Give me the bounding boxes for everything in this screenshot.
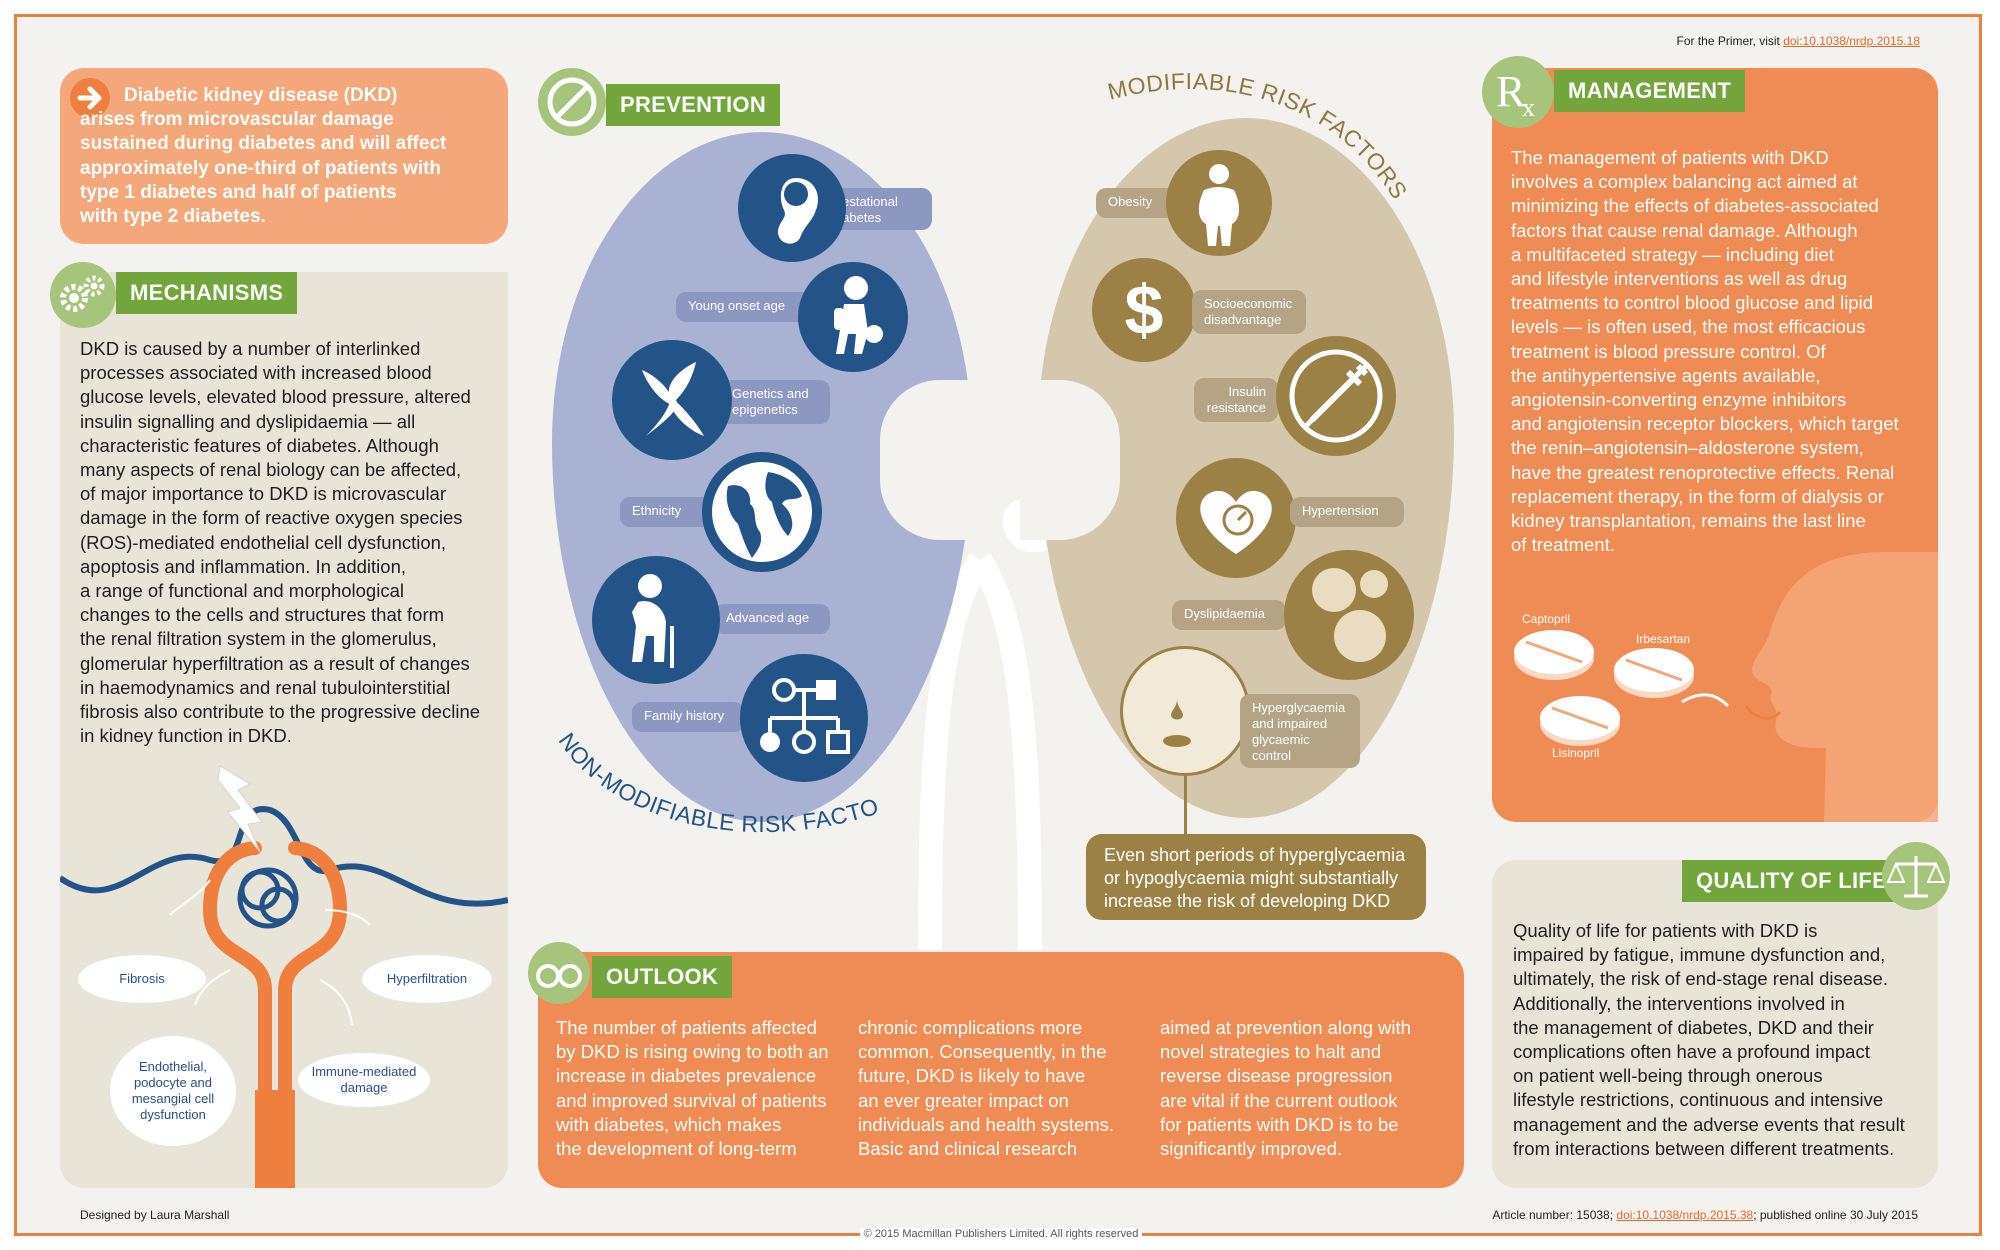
outcome-fibrosis-label: Fibrosis bbox=[119, 971, 165, 986]
outlook-col-2: chronic complications more common. Conse… bbox=[858, 1017, 1115, 1160]
gears-icon bbox=[50, 262, 116, 328]
risk-young-onset-age: Young onset age bbox=[676, 292, 812, 322]
article-suffix: ; published online 30 July 2015 bbox=[1753, 1208, 1918, 1222]
primer-link[interactable]: doi:10.1038/nrdp.2015.18 bbox=[1783, 34, 1920, 48]
risk-family-history: Family history bbox=[632, 702, 744, 732]
svg-text:NON-MODIFIABLE RISK FACTORS: NON-MODIFIABLE RISK FACTORS bbox=[548, 700, 882, 837]
prohibition-icon bbox=[538, 68, 606, 136]
obese-person-icon bbox=[1166, 150, 1272, 256]
syringe-prohibited-icon bbox=[1276, 336, 1396, 456]
drug-irbesartan: Irbesartan bbox=[1636, 632, 1691, 646]
outcome-hyperfiltration-label: Hyperfiltration bbox=[386, 971, 468, 986]
prevention-title: PREVENTION bbox=[606, 84, 781, 126]
head-profile-icon bbox=[1744, 552, 1938, 822]
article-link[interactable]: doi:10.1038/nrdp.2015.38 bbox=[1616, 1208, 1754, 1222]
drug-captopril: Captopril bbox=[1522, 612, 1571, 626]
scales-icon bbox=[1882, 842, 1950, 910]
hypo-callout: Even short periods of hyperglycaemia or … bbox=[1086, 834, 1426, 920]
outcome-immune-damage-label: Immune-mediated damage bbox=[311, 1064, 417, 1095]
outcome-hyperfiltration: Hyperfiltration bbox=[362, 955, 492, 1003]
globe-icon bbox=[702, 452, 822, 572]
quality-text: Quality of life for patients with DKD is… bbox=[1513, 920, 1905, 1159]
svg-text:R: R bbox=[1496, 67, 1526, 116]
outcome-immune-damage: Immune-mediated damage bbox=[298, 1053, 430, 1107]
article-prefix: Article number: 15038; bbox=[1492, 1208, 1617, 1222]
pedigree-icon bbox=[740, 654, 868, 782]
risk-hypertension: Hypertension bbox=[1290, 497, 1404, 527]
intro-text: Diabetic kidney disease (DKD) arises fro… bbox=[80, 85, 447, 228]
outlook-col-1: The number of patients affected by DKD i… bbox=[556, 1017, 829, 1160]
primer-prefix: For the Primer, visit bbox=[1676, 34, 1784, 48]
child-icon bbox=[798, 262, 908, 372]
copyright: © 2015 Macmillan Publishers Limited. All… bbox=[860, 1228, 1142, 1240]
callout-connector bbox=[1184, 776, 1187, 836]
mechanisms-title: MECHANISMS bbox=[116, 272, 298, 314]
lightning-icon bbox=[217, 765, 263, 853]
designer-credit: Designed by Laura Marshall bbox=[80, 1208, 230, 1222]
risk-insulin-resistance: Insulin resistance bbox=[1194, 378, 1278, 422]
arrow-right-icon bbox=[70, 78, 110, 118]
risk-hyperglycaemia: Hyperglycaemia and impaired glycaemic co… bbox=[1240, 694, 1360, 768]
dollar-icon: $ bbox=[1092, 258, 1196, 362]
non-modifiable-label-text: NON-MODIFIABLE RISK FACTORS bbox=[548, 700, 881, 837]
quality-title: QUALITY OF LIFE bbox=[1682, 860, 1902, 902]
outcome-cell-dysfunction: Endothelial, podocyte and mesangial cell… bbox=[110, 1036, 236, 1146]
management-text: The management of patients with DKD invo… bbox=[1511, 147, 1899, 556]
chromosome-icon bbox=[612, 340, 732, 460]
mechanisms-text: DKD is caused by a number of interlinked… bbox=[80, 338, 481, 747]
quality-panel bbox=[1492, 860, 1938, 1188]
lipid-droplets-icon bbox=[1284, 550, 1414, 680]
pill-icon bbox=[1514, 630, 1730, 746]
svg-text:$: $ bbox=[1125, 271, 1164, 349]
kidney-hilum-right bbox=[1020, 380, 1120, 540]
primer-reference: For the Primer, visit doi:10.1038/nrdp.2… bbox=[1600, 34, 1920, 48]
fetus-icon bbox=[738, 154, 846, 262]
risk-advanced-age: Advanced age bbox=[714, 604, 830, 634]
risk-dyslipidaemia: Dyslipidaemia bbox=[1172, 600, 1286, 630]
intro-panel bbox=[60, 68, 508, 244]
risk-genetics-epigenetics: Genetics and epigenetics bbox=[720, 380, 830, 424]
glomerulus-diagram bbox=[60, 806, 508, 1188]
non-modifiable-label: NON-MODIFIABLE RISK FACTORS bbox=[548, 700, 882, 837]
heart-gauge-icon bbox=[1176, 458, 1296, 578]
kidney-hilum-left bbox=[880, 380, 990, 540]
management-title: MANAGEMENT bbox=[1554, 70, 1746, 112]
drug-lisinopril: Lisinopril bbox=[1552, 746, 1600, 760]
elderly-icon bbox=[592, 556, 720, 684]
binoculars-icon bbox=[528, 942, 590, 1004]
outlook-col-3: aimed at prevention along with novel str… bbox=[1160, 1017, 1411, 1160]
risk-socioeconomic: Socioeconomic disadvantage bbox=[1192, 290, 1306, 334]
svg-text:x: x bbox=[1522, 93, 1535, 122]
article-reference: Article number: 15038; doi:10.1038/nrdp.… bbox=[1400, 1208, 1918, 1222]
outcome-fibrosis: Fibrosis bbox=[78, 955, 206, 1003]
outcome-cell-dysfunction-label: Endothelial, podocyte and mesangial cell… bbox=[131, 1059, 215, 1122]
outlook-title: OUTLOOK bbox=[592, 956, 733, 998]
blood-drop-icon bbox=[1120, 646, 1250, 776]
